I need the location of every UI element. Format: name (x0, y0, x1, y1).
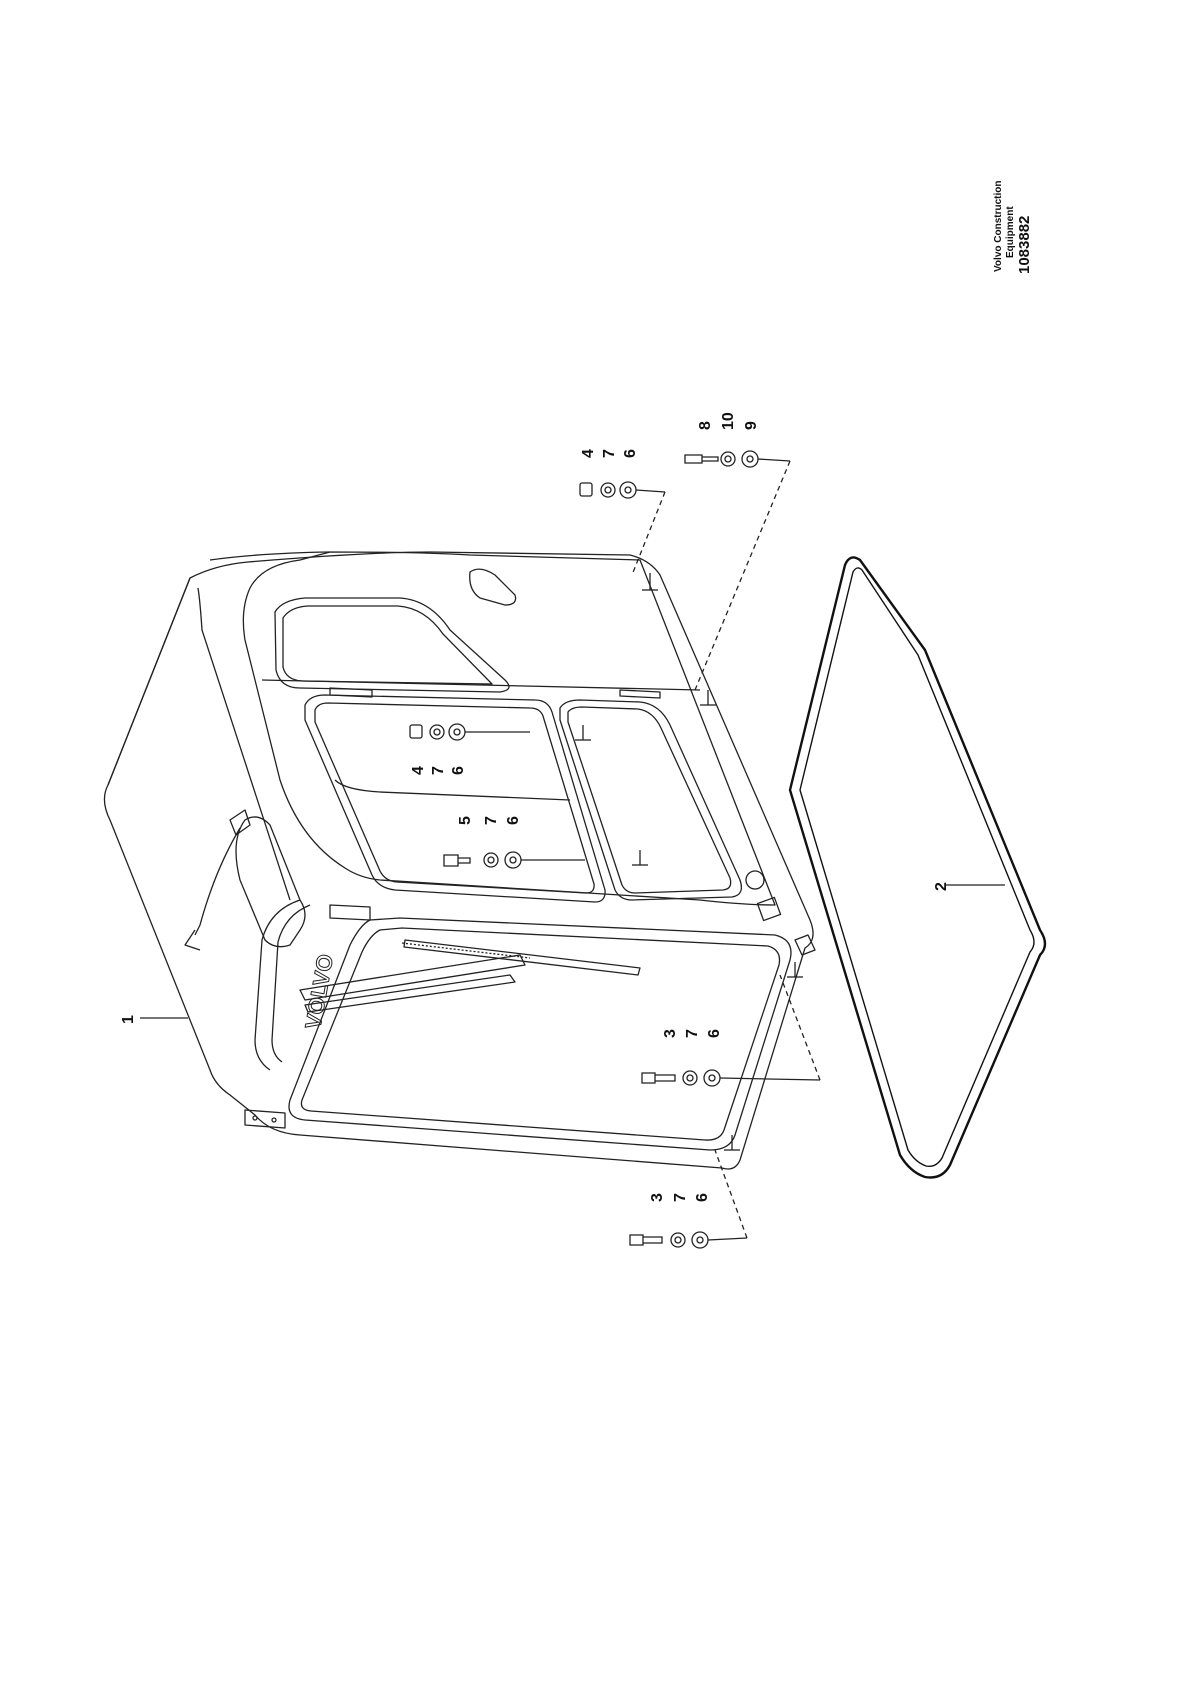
callout-bolt-a-2: 3 (649, 1193, 666, 1202)
washer-icon (483, 852, 499, 868)
door-window-left (304, 694, 606, 903)
wiper-arm (299, 954, 526, 1001)
door-hinge (329, 687, 373, 698)
washer-icon (600, 482, 616, 498)
callout-washer-a-mid2: 6 (505, 816, 522, 825)
fastener-group-low-a (641, 974, 821, 1087)
callout-washer-a-low: 6 (706, 1029, 723, 1038)
fastener-group-mid-b (443, 851, 585, 869)
callout-washer-a: 6 (622, 449, 639, 458)
callouts: 1 2 4 7 6 8 10 9 4 7 6 5 7 6 3 7 6 3 7 6 (120, 412, 950, 1202)
nut-icon (579, 482, 593, 497)
publisher-line-2: Equipment (1005, 206, 1016, 258)
nut-icon (409, 724, 423, 739)
callout-bolt-c: 8 (697, 421, 714, 430)
callout-washer-b-mid2: 7 (483, 816, 500, 825)
washer-icon (741, 450, 759, 468)
windscreen-frame (288, 917, 792, 1151)
callout-washer-a-mid: 6 (450, 766, 467, 775)
washer-icon (682, 1070, 698, 1086)
callout-bolt-b: 5 (457, 816, 474, 825)
corner-plate (244, 1109, 286, 1129)
callout-nut-mid: 4 (410, 766, 427, 775)
publisher-block: Volvo Construction Equipment 1083882 (993, 181, 1033, 274)
washer-icon (720, 451, 736, 467)
bolt-icon (629, 1234, 663, 1246)
callout-cab: 1 (120, 1015, 137, 1024)
callout-washer-b: 7 (601, 449, 618, 458)
washer-icon (448, 723, 466, 741)
fastener-group-top-b (684, 450, 791, 691)
bolt-icon (684, 454, 719, 464)
callout-washer-b-low2: 7 (672, 1193, 689, 1202)
callout-bolt-a: 3 (662, 1029, 679, 1038)
washer-icon (703, 1069, 721, 1087)
callout-washer-b-low: 7 (684, 1029, 701, 1038)
callout-washer-d: 10 (720, 412, 737, 430)
washer-icon (619, 481, 637, 499)
callout-washer-b-mid: 7 (430, 766, 447, 775)
fastener-group-low-b (629, 1149, 748, 1249)
door-handle (469, 568, 517, 606)
side-window (235, 816, 306, 948)
callout-nut: 4 (580, 449, 597, 458)
mounting-studs (575, 573, 803, 1151)
washer-icon (429, 724, 445, 740)
fastener-group-top-a (579, 481, 666, 576)
door-latch (745, 870, 765, 890)
cab-outline (103, 551, 814, 1170)
drawing-number: 1083882 (1016, 216, 1033, 274)
washer-icon (670, 1232, 686, 1248)
bolt-icon (641, 1072, 676, 1084)
windscreen-seal (788, 556, 1047, 1179)
callout-washer-c: 9 (743, 421, 760, 430)
cab-assembly: VOLVO (103, 551, 816, 1170)
washer-icon (691, 1231, 709, 1249)
wiper-blade (403, 939, 641, 976)
door-window-right (559, 699, 743, 901)
fastener-group-mid-a (409, 723, 530, 741)
door-panel (242, 551, 776, 906)
callout-seal: 2 (933, 882, 950, 891)
fasteners (140, 450, 1005, 1249)
bolt-icon (443, 854, 471, 867)
callout-washer-a-low2: 6 (694, 1193, 711, 1202)
upper-window (274, 597, 510, 693)
publisher-line-1: Volvo Construction (993, 181, 1004, 272)
washer-icon (504, 851, 522, 869)
